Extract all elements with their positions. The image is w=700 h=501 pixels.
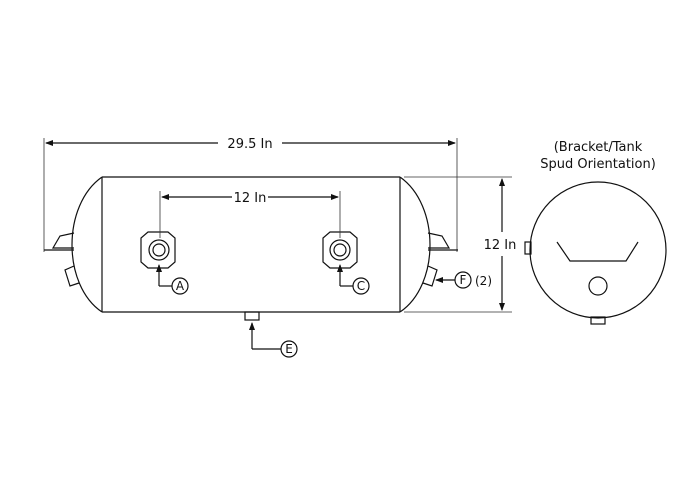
overall-length-dimension: 29.5 In bbox=[43, 137, 458, 252]
callout-f: F (2) bbox=[435, 271, 492, 289]
callout-f-quantity: (2) bbox=[475, 274, 492, 288]
callout-e: E bbox=[249, 322, 298, 358]
end-view-side-spud bbox=[524, 241, 532, 255]
end-view-spud-port bbox=[588, 276, 608, 296]
callout-c-circle bbox=[352, 277, 370, 295]
callout-f-circle bbox=[454, 271, 472, 289]
callout-c: C bbox=[337, 264, 370, 295]
left-mounting-bracket bbox=[44, 232, 75, 251]
port-c-fitting bbox=[322, 231, 358, 269]
diameter-dimension: 12 In bbox=[404, 176, 517, 313]
callout-a-circle bbox=[171, 277, 189, 295]
tank-left-end-cap bbox=[71, 176, 103, 313]
tank-side-view bbox=[44, 176, 458, 321]
end-view-bottom-spud bbox=[590, 316, 606, 325]
callout-f-label: F bbox=[460, 273, 467, 287]
callout-e-label: E bbox=[285, 342, 293, 356]
callout-c-label: C bbox=[357, 279, 365, 293]
callout-e-circle bbox=[280, 340, 298, 358]
callout-a: A bbox=[156, 264, 189, 295]
end-view-title-line2: Spud Orientation) bbox=[540, 157, 656, 172]
port-spacing-dimension: 12 In bbox=[159, 191, 341, 238]
callout-a-label: A bbox=[176, 279, 185, 293]
diameter-label: 12 In bbox=[484, 238, 517, 253]
end-view-bracket bbox=[556, 241, 639, 262]
tank-right-end-cap bbox=[399, 176, 431, 313]
length-label: 29.5 In bbox=[227, 137, 272, 152]
bottom-spud-e bbox=[244, 311, 260, 321]
end-view-tank-outline bbox=[529, 181, 667, 319]
right-spud-f bbox=[422, 265, 438, 287]
tank-end-view: (Bracket/Tank Spud Orientation) bbox=[524, 140, 667, 325]
left-spud-f bbox=[64, 265, 80, 287]
right-mounting-bracket bbox=[427, 232, 458, 251]
port-a-fitting bbox=[140, 231, 176, 269]
end-view-title-line1: (Bracket/Tank bbox=[554, 140, 643, 155]
spacing-label: 12 In bbox=[234, 191, 267, 206]
